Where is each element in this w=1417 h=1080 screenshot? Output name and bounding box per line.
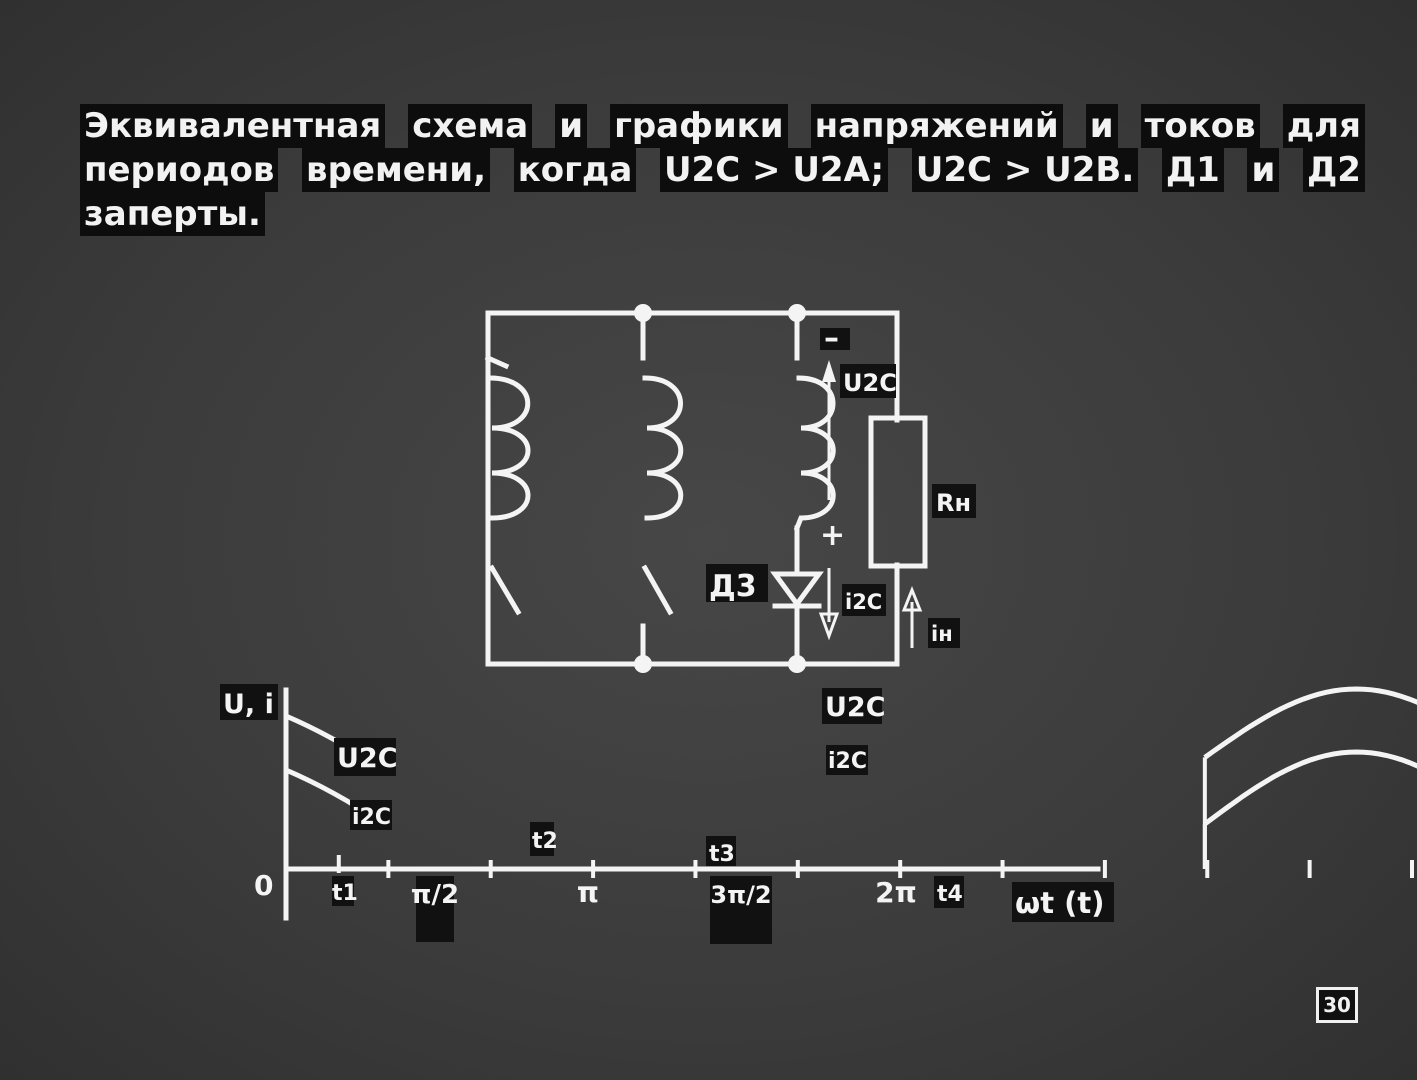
caption-word: заперты. — [80, 192, 265, 236]
label-bg — [842, 584, 886, 616]
junction-dot — [634, 304, 652, 322]
voltage-arrow-icon — [822, 360, 836, 382]
caption-word: токов — [1140, 104, 1260, 148]
label-bg — [416, 876, 454, 942]
winding-b — [640, 310, 684, 667]
polarity-plus: + — [820, 518, 845, 553]
label-bg — [350, 800, 392, 830]
caption-word: времени, — [302, 148, 491, 192]
caption-word: когда — [513, 148, 637, 192]
winding-a-switch — [488, 564, 522, 616]
junction-dot — [634, 655, 652, 673]
slide-number-badge: 30 — [1316, 987, 1358, 1023]
label-bg — [840, 364, 896, 398]
winding-c — [770, 310, 836, 667]
winding-a-coil — [487, 375, 531, 521]
caption-word: Эквивалентная — [80, 104, 386, 148]
y-axis-label: U, i — [223, 689, 274, 720]
series-label-u2c-right: U2C — [825, 692, 886, 723]
load-current-label: iн — [931, 622, 953, 646]
caption-formula: U2C > U2B. — [911, 148, 1139, 192]
winding-b-coil — [642, 375, 684, 521]
series-label-i2c-left: i2C — [352, 805, 391, 830]
diode-label: Д3 — [709, 569, 757, 604]
caption-word: и — [1247, 148, 1280, 192]
caption-word: для — [1282, 104, 1365, 148]
label-bg — [934, 876, 964, 908]
caption-word: Д1 — [1161, 148, 1224, 192]
label-bg — [706, 564, 768, 602]
series-line-i2c — [1203, 749, 1417, 827]
series-label-i2c-right: i2C — [828, 749, 867, 774]
load-current-arrow-icon — [901, 585, 923, 612]
diode-current-label: i2C — [845, 590, 882, 614]
caption-word: и — [1085, 104, 1118, 148]
caption-word: напряжений — [810, 104, 1063, 148]
equivalent-circuit: – + U2C Rн Д3 i2C iн — [484, 304, 976, 673]
label-bg — [1012, 882, 1114, 922]
origin-label: 0 — [254, 869, 273, 902]
junction-dot — [788, 655, 806, 673]
voltage-current-graph: U, i 0 ωt (t) t1 π/2 t2 π t3 3π/2 2π t4 … — [220, 684, 1417, 944]
label-bg — [928, 618, 960, 648]
winding-c-coil — [793, 375, 836, 532]
label-bg — [332, 876, 354, 906]
tick-label-pi: π — [577, 876, 599, 909]
caption-word: и — [555, 104, 588, 148]
diode-d3-symbol — [770, 571, 824, 609]
caption-line-2: периодов времени, когда U2C > U2A; U2C >… — [80, 148, 1365, 192]
label-bg — [710, 876, 772, 944]
tick-label-2pi: 2π — [875, 876, 917, 909]
caption-formula: U2C > U2A; — [659, 148, 889, 192]
label-bg — [530, 822, 554, 856]
label-bg — [826, 745, 868, 775]
caption-word: Д2 — [1302, 148, 1365, 192]
resistor-label: Rн — [936, 489, 971, 517]
x-axis-label: ωt (t) — [1015, 886, 1105, 920]
winding-a — [484, 354, 531, 667]
x-axis-ticks — [336, 855, 1414, 878]
label-bg — [706, 836, 736, 866]
diode-current-arrow-icon — [818, 612, 840, 641]
tick-label-t3: t3 — [709, 842, 735, 867]
caption-line-1: Эквивалентная схема и графики напряжений… — [80, 104, 1365, 148]
tick-label-t2: t2 — [532, 829, 558, 854]
winding-b-switch — [641, 564, 674, 616]
label-bg — [932, 484, 976, 518]
caption-word: периодов — [80, 148, 279, 192]
series-label-u2c-left: U2C — [337, 743, 398, 774]
label-bg — [822, 688, 882, 724]
tick-label-t4: t4 — [937, 882, 963, 907]
series-line-u2c — [1203, 686, 1417, 760]
caption-line-3: заперты. — [80, 192, 1365, 236]
label-bg — [220, 684, 278, 720]
tick-label-pi-half: π/2 — [411, 880, 459, 910]
voltage-label: U2C — [843, 369, 897, 397]
load-resistor — [868, 415, 928, 569]
slide-caption: Эквивалентная схема и графики напряжений… — [80, 104, 1365, 236]
winding-a-lead — [484, 354, 510, 370]
label-bg — [334, 738, 396, 776]
tick-label-3pi-half: 3π/2 — [710, 881, 771, 909]
junction-dot — [788, 304, 806, 322]
caption-word: схема — [408, 104, 533, 148]
label-bg — [820, 328, 850, 350]
caption-word: графики — [610, 104, 788, 148]
tick-label-t1: t1 — [332, 881, 358, 906]
polarity-minus: – — [824, 321, 839, 356]
